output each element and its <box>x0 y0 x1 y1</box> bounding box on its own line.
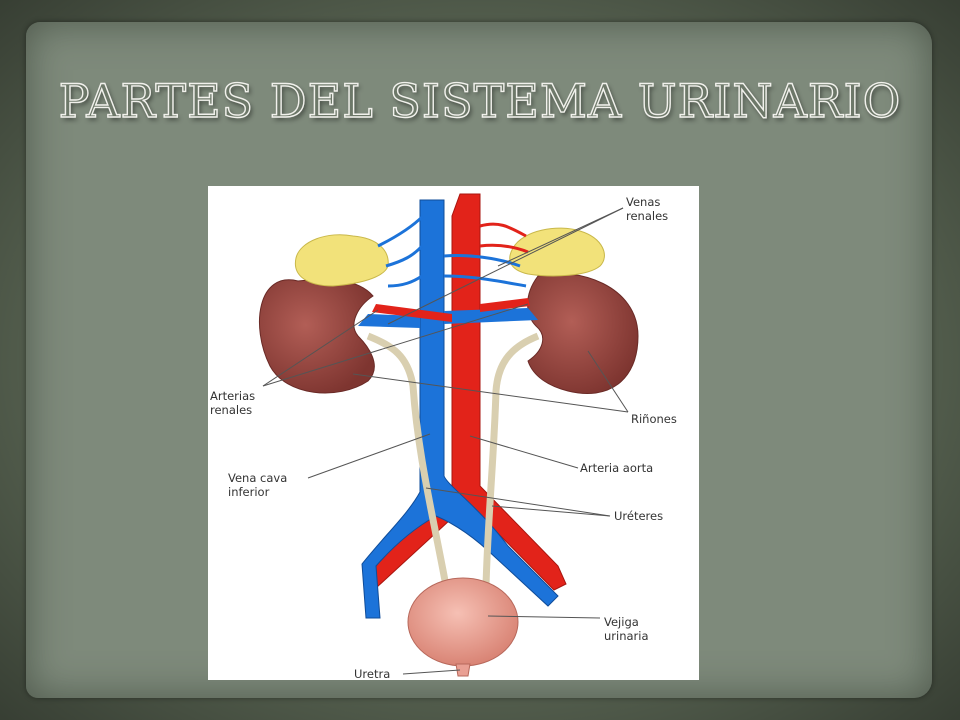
left-kidney <box>258 279 375 394</box>
leader-arterias-renales-1 <box>262 303 529 387</box>
leader-arteria-aorta <box>469 435 579 469</box>
adrenal-veins-right <box>443 254 527 288</box>
bladder <box>407 577 519 667</box>
leader-venas-renales-2 <box>387 207 624 325</box>
left-renal-artery <box>372 304 452 322</box>
leader-arterias-renales-2 <box>262 309 379 387</box>
leader-venas-renales-1 <box>497 207 624 267</box>
leader-ureteres-2 <box>491 505 611 517</box>
left-ureter <box>366 332 450 587</box>
leader-vena-cava <box>307 433 431 479</box>
urinary-system-diagram: Venas renales Arterias renales Riñones V… <box>210 193 677 680</box>
right-ureter <box>482 332 540 587</box>
label-ureteres: Uréteres <box>614 509 663 523</box>
leader-rinones-1 <box>352 373 629 413</box>
left-adrenal-gland <box>294 234 389 287</box>
label-vena-cava: Vena cava inferior <box>228 471 291 499</box>
label-arterias-renales: Arterias renales <box>210 389 259 417</box>
vena-cava <box>361 199 559 619</box>
left-renal-vein <box>358 314 420 328</box>
leader-ureteres-1 <box>425 487 611 517</box>
adrenal-vessels-right <box>479 222 529 254</box>
urinary-system-figure: Venas renales Arterias renales Riñones V… <box>208 186 699 680</box>
urethra <box>455 663 471 677</box>
leader-rinones-2 <box>587 350 629 413</box>
right-kidney <box>527 273 639 395</box>
label-venas-renales: Venas renales <box>626 195 668 223</box>
label-vejiga: Vejiga urinaria <box>604 615 649 643</box>
label-arteria-aorta: Arteria aorta <box>580 461 653 475</box>
adrenal-vessels-left <box>377 214 425 288</box>
label-rinones: Riñones <box>631 412 677 426</box>
leader-uretra <box>402 669 461 675</box>
right-adrenal-gland <box>509 227 605 277</box>
slide-title: PARTES DEL SISTEMA URINARIO <box>58 73 902 128</box>
right-renal-vein <box>444 308 538 324</box>
leader-vejiga <box>487 615 601 619</box>
right-renal-artery <box>480 298 530 312</box>
label-uretra: Uretra <box>354 667 390 680</box>
